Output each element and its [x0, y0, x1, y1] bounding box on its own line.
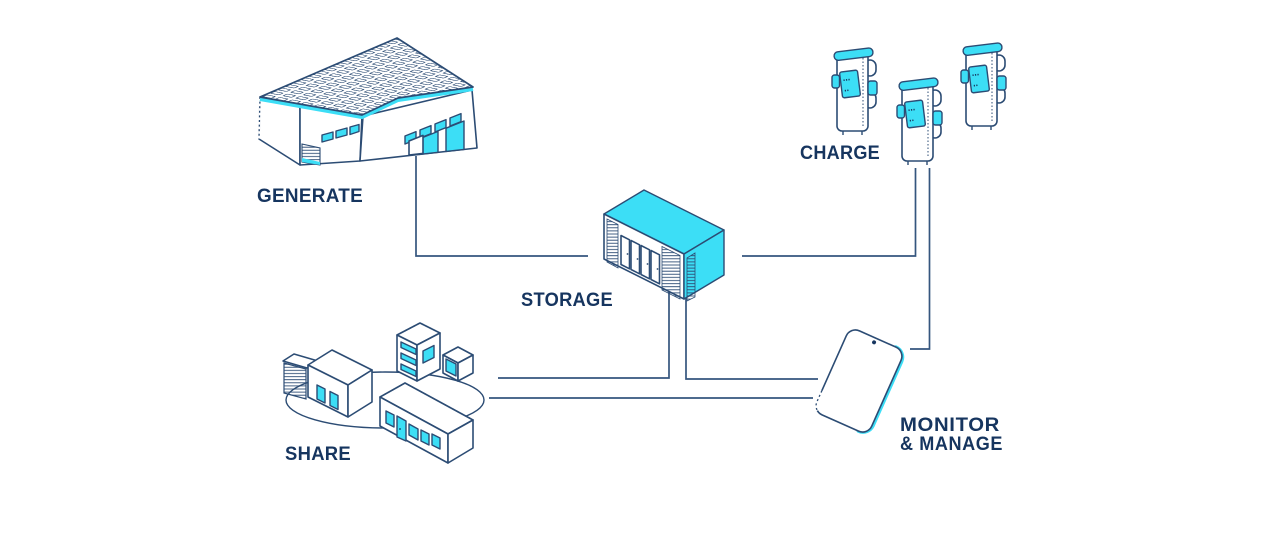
long-building: [379, 382, 474, 464]
factory-left-wall: [258, 96, 301, 166]
solar-roof: [259, 37, 474, 120]
monitor-label: MONITOR & MANAGE: [900, 415, 1003, 455]
share-buildings-icon: [282, 322, 485, 464]
phone-dotted-edge: [815, 390, 823, 411]
house: [307, 349, 373, 418]
storage-vents-left: [606, 218, 619, 269]
storage-doors: [620, 234, 661, 285]
factory-center-door: [408, 134, 424, 156]
ev-charger-2: [896, 76, 943, 166]
smartphone-icon: [814, 329, 905, 434]
storage-vents-side: [686, 252, 696, 302]
connector-storage-share: [498, 292, 670, 379]
connector-generate-storage: [415, 156, 588, 257]
factory-windows-left: [321, 123, 360, 143]
cube-annex: [442, 346, 474, 382]
monitor-label-line1: MONITOR: [900, 415, 1000, 436]
charge-label: CHARGE: [800, 142, 880, 164]
storage-unit-icon: [603, 189, 725, 302]
factory-garage-door: [301, 143, 321, 166]
storage-label: STORAGE: [521, 289, 613, 311]
ev-charger-1: [831, 46, 878, 136]
connector-storage-charge: [742, 168, 917, 257]
share-label: SHARE: [285, 443, 351, 465]
generate-building-icon: [258, 37, 478, 166]
phone-camera-dot: [872, 340, 877, 345]
monitor-label-line2: & MANAGE: [900, 434, 1003, 455]
generate-label: GENERATE: [257, 185, 363, 207]
connector-charge-monitor: [910, 168, 931, 350]
connector-lines: [415, 156, 931, 399]
ev-charger-3: [960, 41, 1007, 131]
two-story-building: [396, 322, 441, 382]
connector-storage-monitor: [685, 298, 818, 380]
storage-vents-right: [661, 245, 681, 300]
phone-body: [815, 329, 903, 433]
roof-eave-highlight: [259, 87, 474, 120]
